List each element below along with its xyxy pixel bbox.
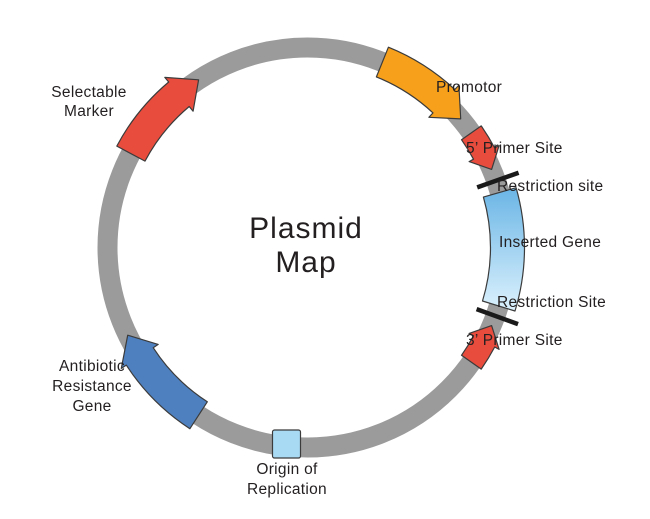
promoter-arrow — [375, 46, 462, 120]
antibiotic-resistance-label-line3: Gene — [72, 398, 111, 415]
restriction-site-tick-upper — [476, 170, 520, 190]
antibiotic-resistance-label-line2: Resistance — [52, 378, 132, 395]
origin-of-replication-marker — [271, 429, 302, 459]
promoter-label: Promotor — [436, 79, 502, 96]
primer-5-arrow — [460, 125, 500, 170]
restriction-site-lower-label: Restriction Site — [497, 294, 606, 311]
restriction-site-upper-label: Restriction site — [497, 178, 603, 195]
selectable-marker-label-line1: Selectable — [51, 84, 126, 101]
primer-5-label: 5’ Primer Site — [466, 140, 563, 157]
inserted-gene-arc — [481, 187, 526, 312]
diagram-title-line2: Map — [275, 246, 336, 279]
antibiotic-resistance-arrow — [120, 334, 208, 430]
origin-of-replication-label-line1: Origin of — [256, 461, 318, 478]
selectable-marker-arrow — [116, 76, 200, 162]
restriction-site-tick-lower — [475, 306, 519, 327]
primer-3-label: 3’ Primer Site — [466, 332, 563, 349]
selectable-marker-label-line2: Marker — [64, 103, 114, 120]
antibiotic-resistance-label-line1: Antibiotic — [59, 358, 125, 375]
origin-of-replication-label-line2: Replication — [247, 481, 327, 498]
diagram-title-line1: Plasmid — [249, 212, 363, 245]
primer-3-arrow — [460, 325, 500, 370]
inserted-gene-label: Inserted Gene — [499, 234, 601, 251]
